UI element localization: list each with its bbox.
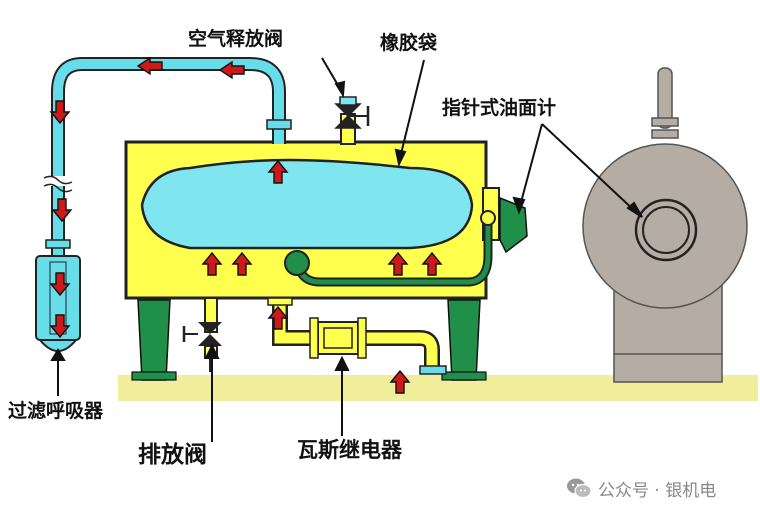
label-air-release-valve: 空气释放阀 xyxy=(188,28,284,50)
label-drain-valve: 排放阀 xyxy=(138,442,207,468)
conservator-side-view xyxy=(582,67,748,383)
tank-legs xyxy=(131,299,487,381)
oil-gauge-head xyxy=(499,196,528,254)
air-release-valve xyxy=(334,96,370,129)
label-gas-relay: 瓦斯继电器 xyxy=(297,438,402,462)
float-mechanism xyxy=(284,210,496,287)
filter-breather xyxy=(35,255,81,352)
label-pointer-oil-gauge: 指针式油面计 xyxy=(442,97,557,119)
wechat-icon xyxy=(567,478,592,499)
watermark-text: 公众号 · 银机电 xyxy=(598,480,717,501)
gas-relay-pipe xyxy=(267,297,447,375)
drain-pipe xyxy=(182,297,222,372)
label-rubber-bag: 橡胶袋 xyxy=(380,32,438,54)
label-filter-breather: 过滤呼吸器 xyxy=(8,400,104,422)
watermark: 公众号 · 银机电 xyxy=(566,475,716,501)
callout-lines xyxy=(50,57,643,442)
rubber-bag xyxy=(140,158,474,250)
